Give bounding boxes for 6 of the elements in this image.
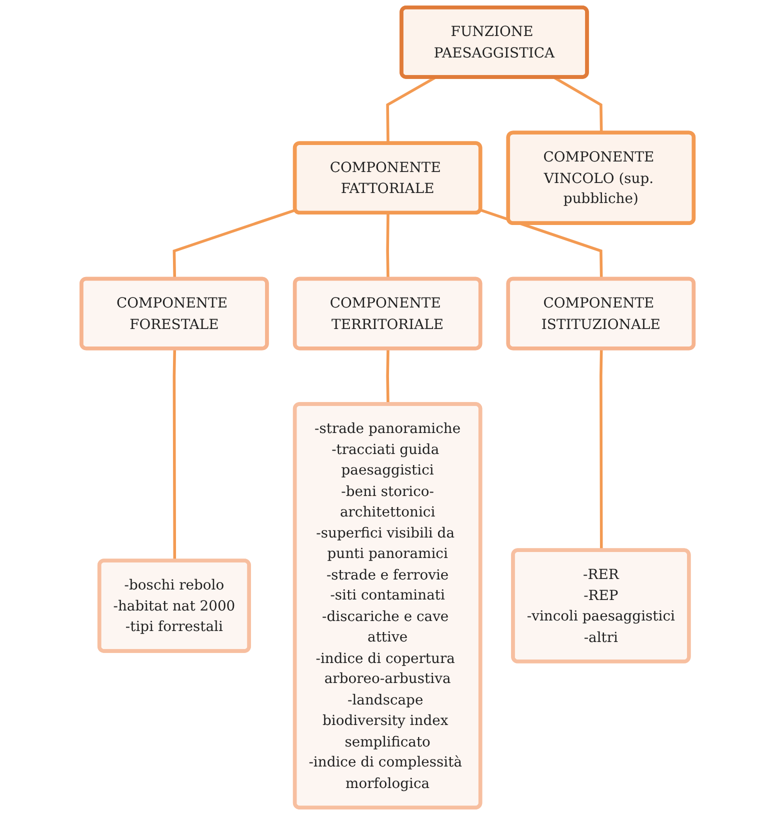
connector xyxy=(386,348,390,404)
connector xyxy=(599,348,603,551)
connector xyxy=(386,213,390,280)
connector xyxy=(172,348,176,562)
connector xyxy=(172,208,296,280)
connector xyxy=(480,208,603,280)
